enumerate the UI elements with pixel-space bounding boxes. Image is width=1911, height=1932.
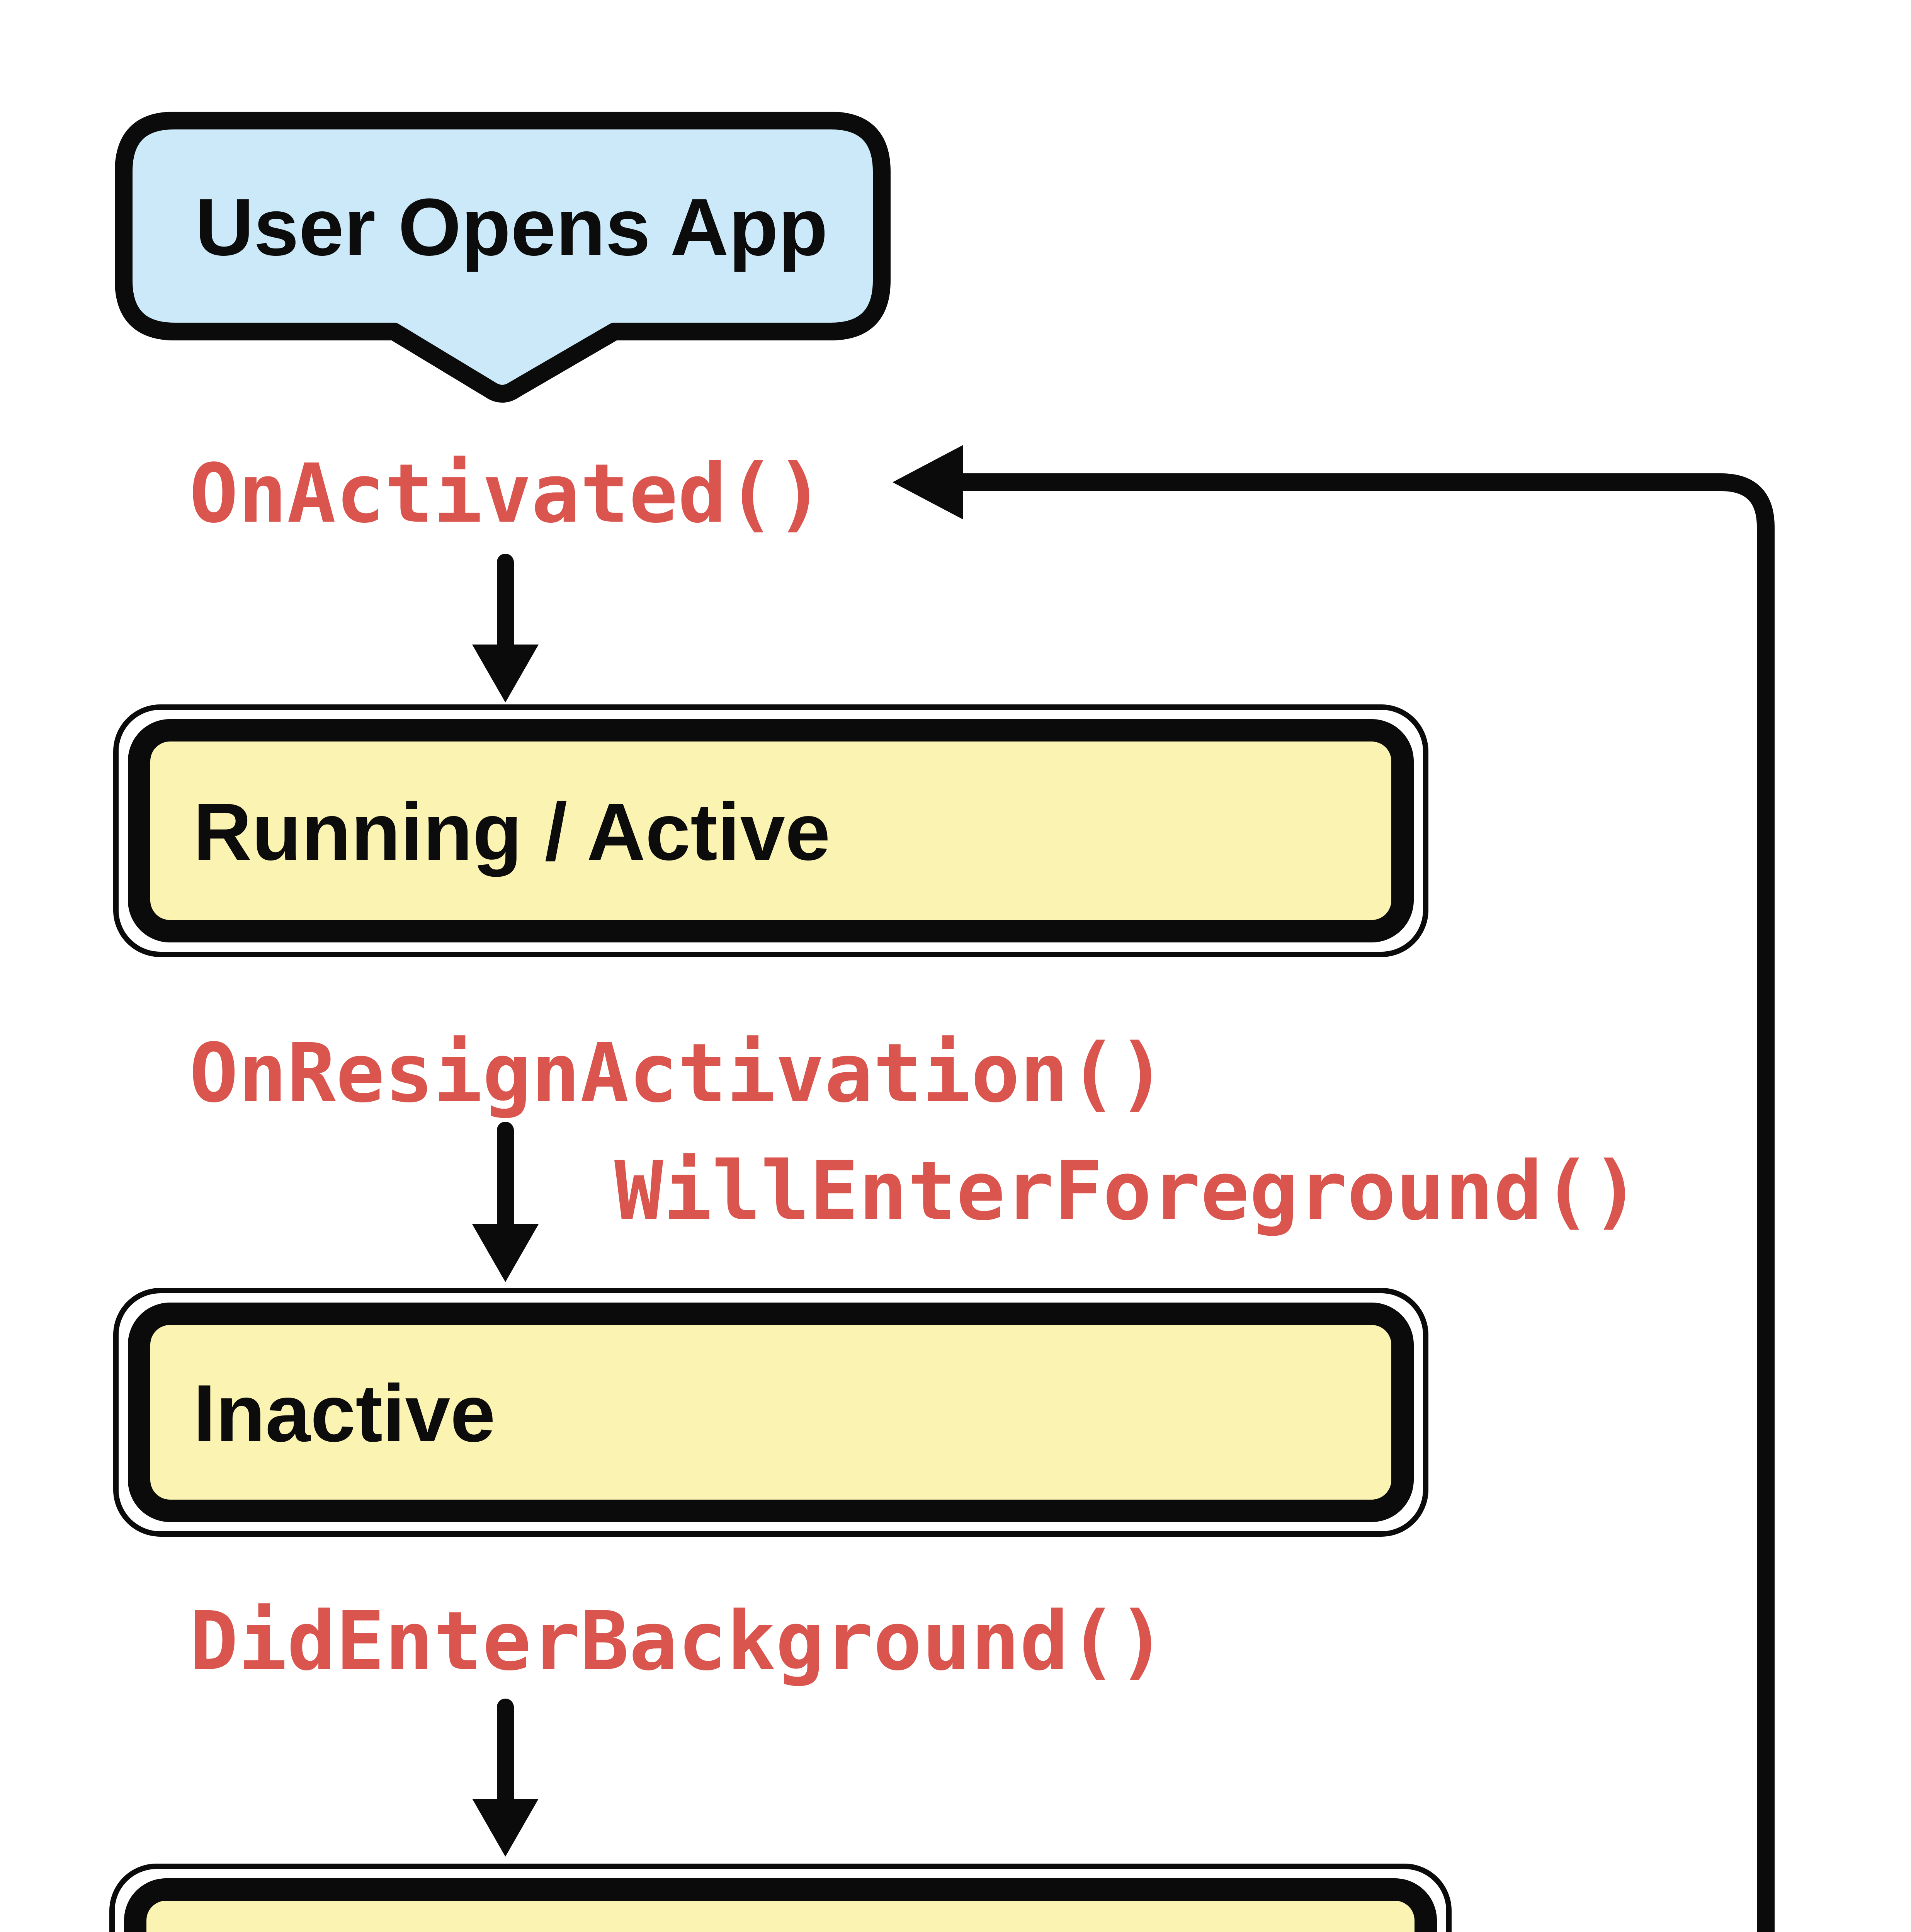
event-will-enter-foreground: WillEnterForeground(): [614, 1144, 1640, 1238]
state-box-inner: [124, 1878, 1437, 1932]
arrowhead-icon: [472, 1799, 539, 1857]
loop-connector: [893, 445, 1775, 1932]
callout-bubble-shape: [115, 112, 891, 403]
callout-user-opens-app: User Opens App: [115, 112, 891, 403]
arrowhead-icon: [472, 1224, 539, 1282]
loop-connector-line: [958, 473, 1775, 1932]
state-label-running: Running / Active: [193, 786, 830, 877]
arrowhead-icon: [472, 645, 539, 702]
event-on-activated: OnActivated(): [189, 446, 825, 541]
arrow-to-backgrounded: [472, 1699, 539, 1857]
arrow-to-running: [472, 554, 539, 702]
state-box-inner: [128, 1303, 1414, 1522]
loop-arrowhead-icon: [893, 445, 963, 519]
state-box-inactive: Inactive: [113, 1288, 1428, 1537]
state-box-running: Running / Active: [113, 704, 1428, 957]
event-on-resign-activation: OnResignActivation(): [189, 1026, 1166, 1121]
callout-label: User Opens App: [195, 182, 828, 272]
state-box-backgrounded: Backgrounded / Suspended: [109, 1864, 1452, 1932]
state-label-inactive: Inactive: [193, 1368, 495, 1459]
event-did-enter-background: DidEnterBackground(): [189, 1594, 1166, 1689]
state-box-inner: [128, 719, 1414, 942]
arrow-to-inactive: [472, 1122, 539, 1282]
